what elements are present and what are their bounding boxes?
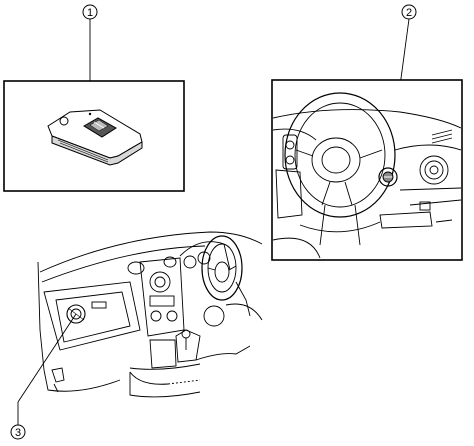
- callout-1-number: 1: [87, 7, 93, 19]
- callout-3-number: 3: [15, 427, 21, 439]
- ignition-panel: [271, 79, 463, 261]
- callout-3: 3: [10, 313, 77, 440]
- callout-2-number: 2: [406, 7, 412, 19]
- key-fob-panel: [3, 80, 185, 192]
- key-fob-icon: [47, 109, 143, 166]
- dashboard-overview: [37, 231, 263, 398]
